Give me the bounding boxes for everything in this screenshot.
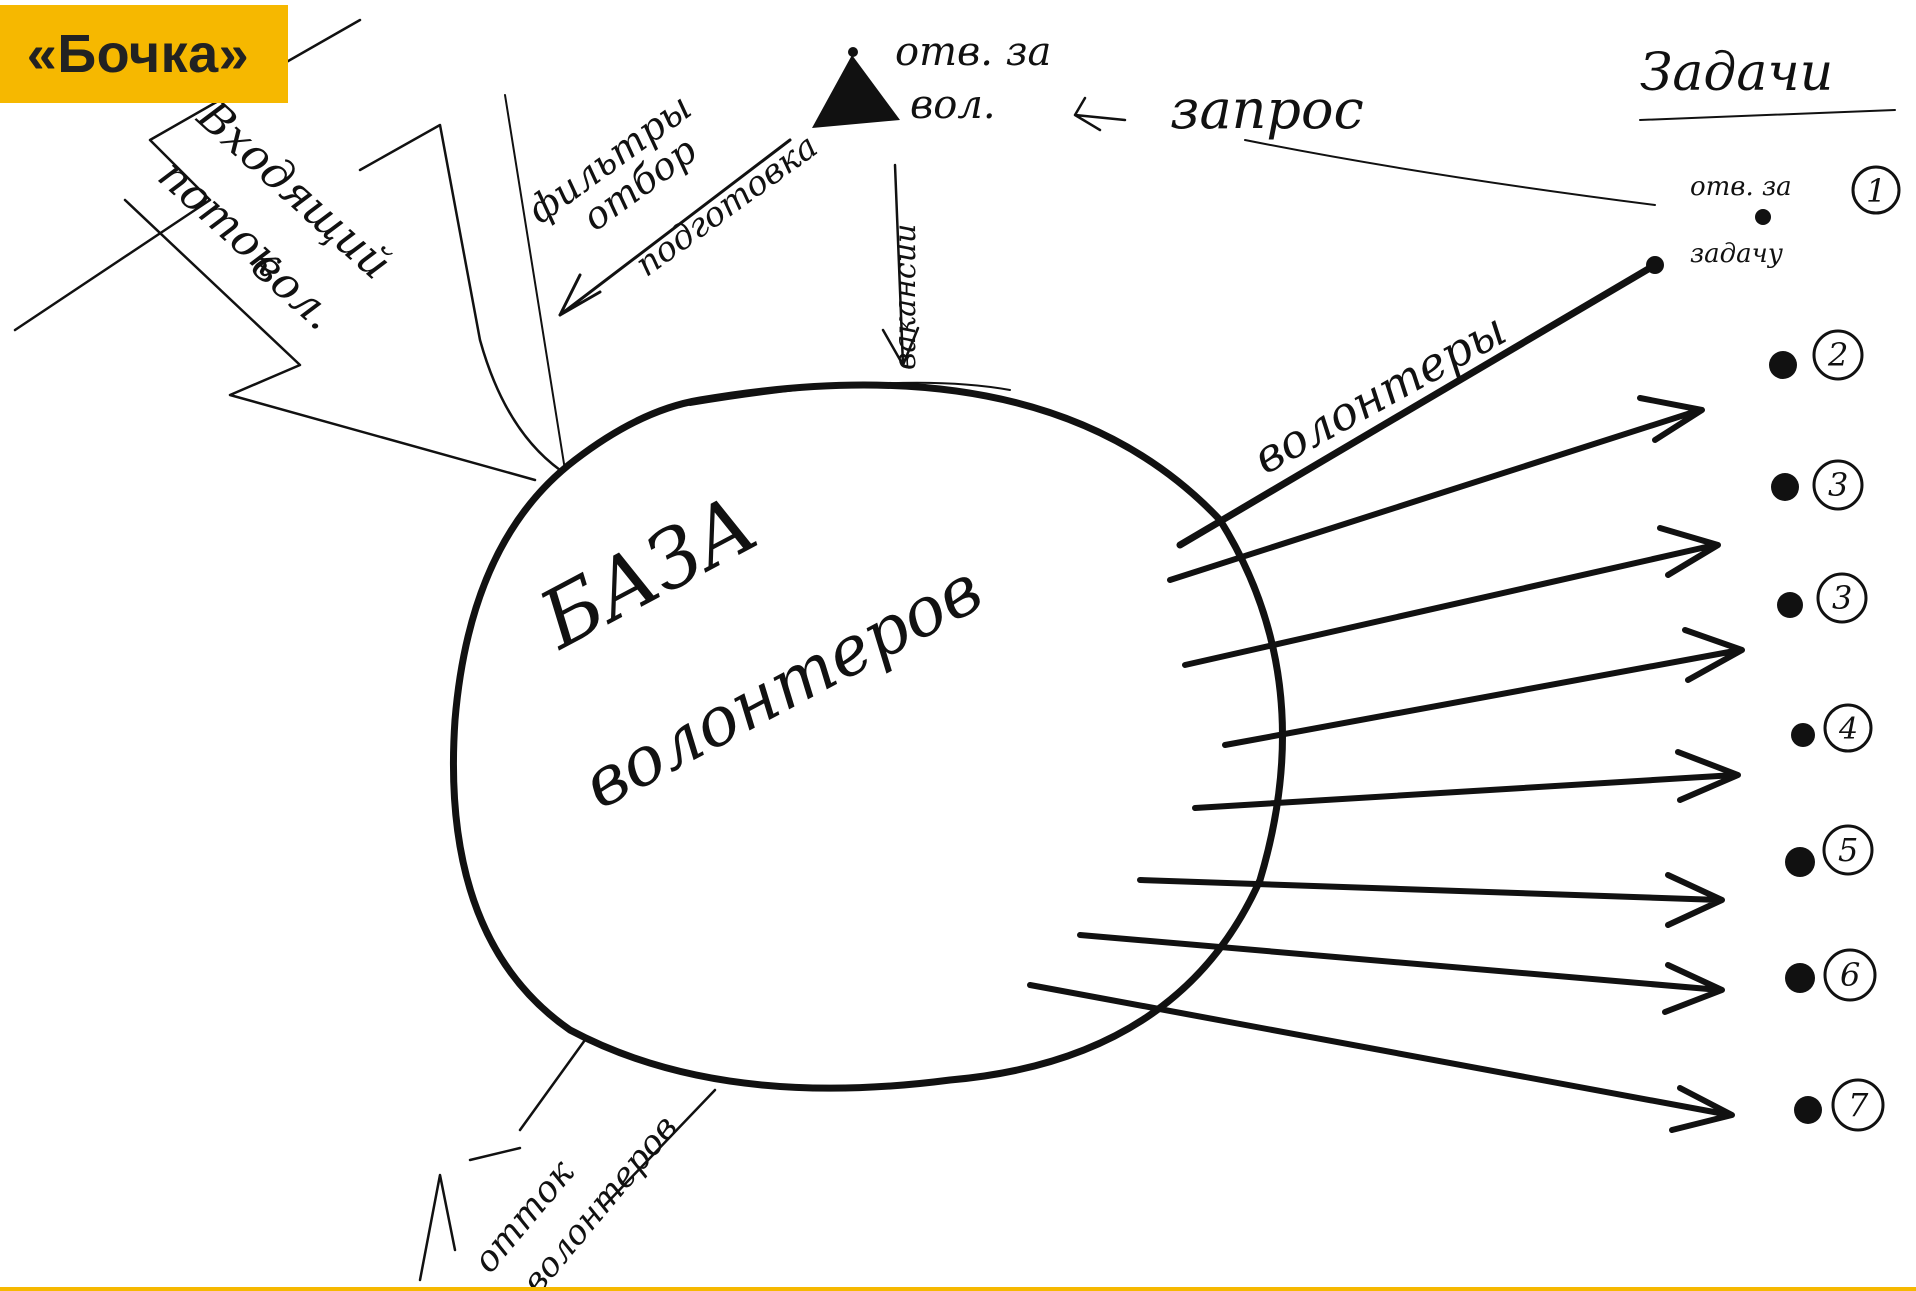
incoming-stream-label: Входящий поток вол.: [137, 90, 401, 346]
tasks-header: Задачи: [1640, 43, 1833, 103]
bullet-dot-icon: [1769, 351, 1797, 379]
slide-title: «Бочка»: [27, 23, 249, 85]
task-marker-6: 6: [1785, 950, 1875, 1000]
arrow-task-7: [1030, 985, 1732, 1130]
task-marker-4: 4: [1791, 705, 1871, 751]
bullet-dot-icon: [1794, 1096, 1822, 1124]
responsible-task-line2: задачу: [1690, 239, 1783, 269]
responsible-task-line1: отв. за: [1690, 172, 1792, 202]
base-label: БАЗА волонтеров: [490, 398, 995, 825]
tasks-header-underline: [1640, 110, 1895, 120]
task-number: 1: [1866, 172, 1886, 210]
task-number: 5: [1838, 831, 1858, 869]
arrow-task-5: [1140, 875, 1722, 925]
outflow-label: отток волонтеров: [465, 1075, 685, 1291]
title-badge: «Бочка»: [0, 5, 288, 103]
task-number: 3: [1832, 579, 1852, 617]
arrow-task-3b: [1225, 630, 1742, 745]
bullet-dot-icon: [1791, 723, 1815, 747]
task-list: 1 2 3 3 4 5 6: [1769, 167, 1899, 1130]
base-label-line1: БАЗА: [523, 477, 771, 668]
request-line: [1245, 140, 1655, 205]
responsible-vol-line1: отв. за: [895, 29, 1051, 75]
bullet-dot-icon: [1785, 963, 1815, 993]
task-marker-5: 5: [1785, 826, 1872, 877]
task-number: 4: [1838, 712, 1858, 747]
arrow-task-1-tip: [1646, 256, 1664, 274]
task-marker-2: 2: [1769, 331, 1862, 379]
responsible-vol-line2: вол.: [910, 82, 996, 128]
task-number: 6: [1840, 956, 1860, 994]
volunteer-base-circle: [453, 385, 1282, 1088]
bullet-dot-icon: [1777, 592, 1803, 618]
triangle-person-icon: [812, 55, 900, 128]
task-number: 3: [1828, 466, 1848, 504]
filters-label: фильтры отбор подготовка: [519, 38, 825, 317]
task-marker-3b: 3: [1777, 574, 1866, 622]
bottom-accent-line: [0, 1287, 1916, 1291]
task-number: 2: [1827, 336, 1848, 374]
arrow-task-2: [1170, 398, 1702, 580]
task-number: 7: [1848, 1086, 1869, 1124]
task-marker-1: 1: [1853, 167, 1899, 213]
vacancies-label: вакансии: [888, 224, 923, 370]
person-head-icon: [848, 47, 858, 57]
responsible-task-person-icon: [1755, 209, 1771, 225]
bullet-dot-icon: [1771, 473, 1799, 501]
bullet-dot-icon: [1785, 847, 1815, 877]
volunteers-label: волонтеры: [1244, 302, 1515, 485]
task-marker-7: 7: [1794, 1080, 1883, 1130]
task-marker-3: 3: [1771, 461, 1862, 509]
request-label: запрос: [1170, 78, 1364, 141]
request-arrowhead: [1075, 98, 1125, 130]
arrow-task-6: [1080, 935, 1722, 1012]
